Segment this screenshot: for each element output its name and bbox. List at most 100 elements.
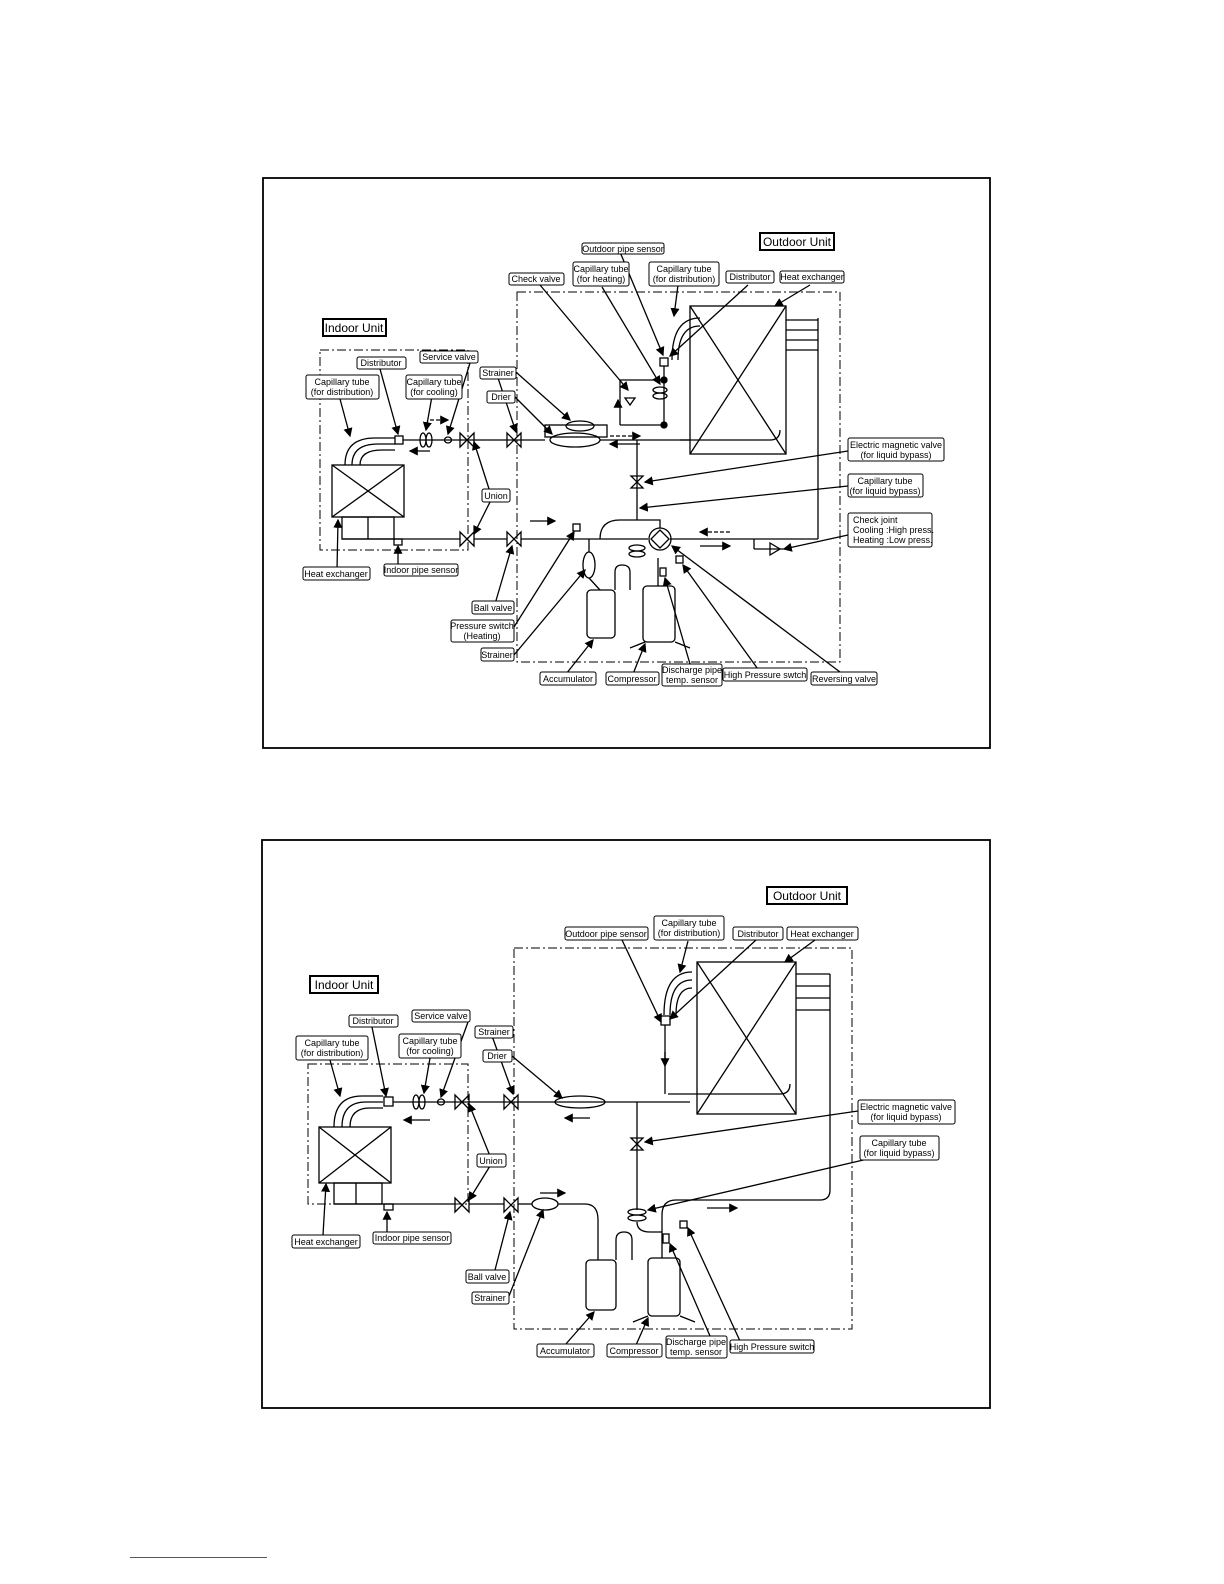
svg-text:Cooling :High press.: Cooling :High press. [853,525,934,535]
label-compressor: Compressor [607,674,656,684]
label-accumulator-2: Accumulator [540,1346,590,1356]
ball-valve-icon [506,530,522,548]
drier-icon [549,432,601,448]
label-cap-cooling: Capillary tube [406,377,461,387]
electric-magnetic-valve-icon-2 [629,1137,645,1151]
label-heat-exchanger-out-2: Heat exchanger [790,929,854,939]
indoor-distributor-icon-2 [383,1096,394,1107]
label-cap-cooling-2: Capillary tube [402,1036,457,1046]
label-cap-dist-out: Capillary tube [656,264,711,274]
discharge-sensor-icon-2 [662,1233,670,1244]
service-valve-icon-2 [454,1093,470,1111]
label-reversing-valve: Reversing valve [812,674,876,684]
label-cap-bypass-2: Capillary tube [871,1138,926,1148]
high-pressure-switch-icon [675,555,684,564]
outdoor-valve-icon [506,431,522,449]
pressure-switch-icon [572,523,581,532]
svg-text:(for distribution): (for distribution) [658,928,721,938]
strainer-icon-2 [531,1197,559,1211]
discharge-sensor-icon [659,567,667,577]
union-valve-icon-2 [454,1196,470,1214]
outdoor-unit-title: Outdoor Unit [763,235,832,249]
label-drier-2: Drier [487,1051,507,1061]
footer-rule [130,1557,267,1558]
capillary-heating-icon [652,386,668,394]
label-strainer-bottom-2: Strainer [474,1293,506,1303]
outdoor-distributor-icon-2 [660,1015,671,1026]
svg-text:(for heating): (for heating) [577,274,626,284]
indoor-distributor-icon [394,435,404,445]
svg-text:(Heating): (Heating) [463,631,500,641]
label-accumulator: Accumulator [543,674,593,684]
label-check-valve: Check valve [511,274,560,284]
diagram-1-labels: Outdoor Unit Indoor Unit [302,232,945,687]
label-heat-exchanger-in: Heat exchanger [304,569,368,579]
svg-text:temp. sensor: temp. sensor [670,1347,722,1357]
svg-text:(for liquid bypass): (for liquid bypass) [870,1112,941,1122]
label-indoor-pipe-sensor-2: Indoor pipe sensor [375,1233,450,1243]
outdoor-unit-boundary [516,291,841,663]
high-pressure-switch-icon-2 [679,1220,688,1229]
indoor-heat-exchanger-icon [331,437,405,540]
indoor-unit-title-2: Indoor Unit [315,978,374,992]
label-discharge-sensor: Discharge pipe [662,665,722,675]
indoor-strainer-icon [443,436,453,444]
outdoor-heat-exchanger-icon [671,305,818,455]
svg-text:(for distribution): (for distribution) [653,274,716,284]
indoor-pipe-sensor-icon-2 [383,1203,394,1211]
label-union: Union [484,491,508,501]
label-strainer-top: Strainer [482,368,514,378]
label-emv: Electric magnetic valve [850,440,942,450]
label-cap-dist-out-2: Capillary tube [661,918,716,928]
ball-valve-icon-2 [503,1196,519,1214]
label-ball-valve-2: Ball valve [468,1272,507,1282]
svg-text:(for liquid bypass): (for liquid bypass) [860,450,931,460]
label-service-valve: Service valve [422,352,476,362]
electric-magnetic-valve-icon [629,475,645,489]
outdoor-distributor-icon [659,357,669,367]
diagram-1-frame [262,177,991,749]
svg-text:(for distribution): (for distribution) [301,1048,364,1058]
accumulator-icon [586,589,616,639]
drier-icon-2 [554,1095,606,1109]
outdoor-heat-exchanger-icon-2 [663,961,831,1115]
svg-text:temp. sensor: temp. sensor [666,675,718,685]
label-cap-dist-in: Capillary tube [314,377,369,387]
label-outdoor-pipe-sensor-2: Outdoor pipe sensor [565,929,647,939]
label-distributor-out-2: Distributor [737,929,778,939]
label-emv-2: Electric magnetic valve [860,1102,952,1112]
label-strainer-top-2: Strainer [478,1027,510,1037]
label-ball-valve: Ball valve [474,603,513,613]
label-strainer-bottom: Strainer [481,650,513,660]
indoor-pipe-sensor-icon [393,538,403,546]
label-distributor-in: Distributor [360,358,401,368]
label-outdoor-pipe-sensor: Outdoor pipe sensor [582,244,664,254]
label-heat-exchanger-out: Heat exchanger [780,272,844,282]
label-distributor-out: Distributor [729,272,770,282]
diagram-2-frame [261,839,991,1409]
svg-text:Heating :Low press.: Heating :Low press. [853,535,933,545]
capillary-bypass-icon [628,544,646,552]
accumulator-icon-2 [585,1259,617,1311]
svg-text:(for liquid bypass): (for liquid bypass) [863,1148,934,1158]
indoor-unit-title: Indoor Unit [325,321,384,335]
union-valve-icon [459,530,475,548]
diagram-2 [261,839,991,1409]
label-union-2: Union [479,1156,503,1166]
compressor-icon-2 [647,1257,681,1317]
check-valve-icon [623,397,637,407]
label-high-pressure: High Pressure swtch [724,670,807,680]
label-heat-exchanger-in-2: Heat exchanger [294,1237,358,1247]
label-pressure-switch: Pressure switch [450,621,514,631]
label-cap-heating: Capillary tube [573,264,628,274]
outdoor-unit-title-2: Outdoor Unit [773,889,842,903]
label-cap-bypass: Capillary tube [857,476,912,486]
label-drier: Drier [491,392,511,402]
outdoor-unit-boundary-2 [513,947,853,1330]
label-discharge-sensor-2: Discharge pipe [666,1337,726,1347]
label-indoor-pipe-sensor: Indoor pipe sensor [384,565,459,575]
outdoor-strainer-icon [565,420,595,432]
label-check-joint: Check joint [853,515,898,525]
service-valve-icon [459,431,475,449]
